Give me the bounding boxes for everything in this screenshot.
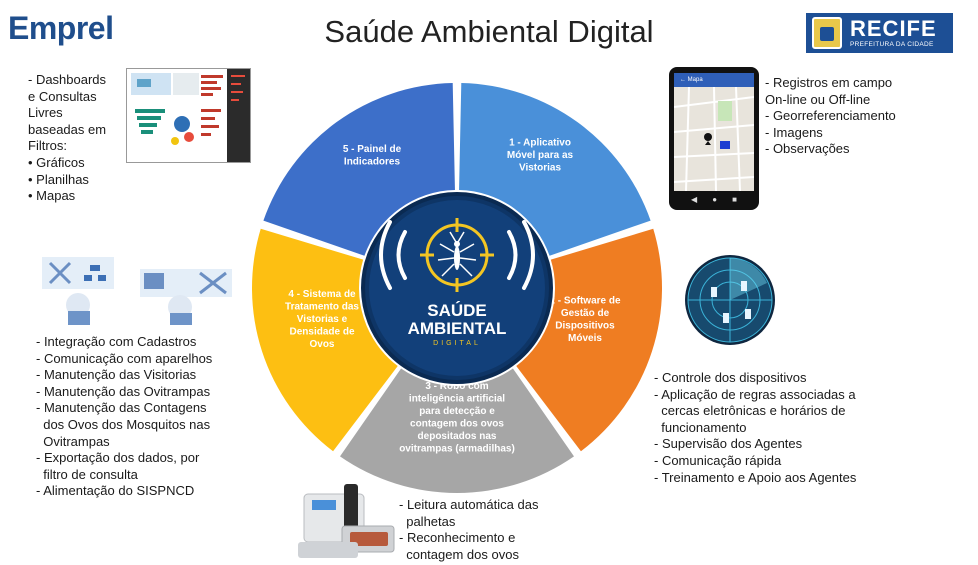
sistema-list-item: - Manutenção das Contagens (36, 400, 207, 416)
operators-illustration (42, 257, 232, 325)
robo-list-item: palhetas (399, 513, 456, 529)
registros-list-item: - Registros em campo (765, 75, 893, 90)
nav-back-icon[interactable]: ◀ (691, 195, 698, 204)
segment-4 (252, 228, 398, 452)
wave-arcs (379, 220, 535, 290)
recife-logo: RECIFE PREFEITURA DA CIDADE (806, 13, 953, 53)
dashboards-list-item: baseadas em (28, 121, 107, 137)
software-list-item: funcionamento (654, 419, 747, 435)
back-arrow-icon: ← (680, 77, 686, 83)
software-list-item: - Aplicação de regras associadas a (654, 386, 856, 402)
dashboards-list-item: Livres (28, 105, 63, 121)
emprel-logo: Emprel (8, 10, 114, 46)
sistema-list-item: - Exportação dos dados, por (36, 450, 200, 466)
app-title: Mapa (687, 77, 703, 83)
logo-name: RECIFE (850, 15, 937, 41)
phone-mockup: ← Mapa ◀ ● ■ (669, 67, 759, 210)
dashboards-list-item: Filtros: (28, 138, 67, 154)
city-seal-icon (812, 17, 842, 49)
software-list-item: - Supervisão dos Agentes (654, 436, 803, 452)
segment-3 (340, 368, 574, 494)
dashboards-list-item: • Gráficos (28, 154, 85, 170)
dashboards-list-item: • Planilhas (28, 171, 89, 187)
dashboard-screenshot (126, 68, 251, 163)
robo-list-item: - Reconhecimento e (399, 530, 516, 546)
app-bar: ← Mapa (674, 73, 754, 87)
sistema-list-item: - Integração com Cadastros (36, 334, 197, 349)
map-view (674, 86, 754, 191)
segment-5 (263, 83, 455, 256)
registros-list-item: - Georreferenciamento (765, 108, 896, 124)
sistema-list-item: Ovitrampas (36, 433, 110, 449)
sistema-list-item: - Comunicação com aparelhos (36, 350, 213, 366)
registros-list-item: On-line ou Off-line (765, 91, 871, 107)
software-list-item: cercas eletrônicas e horários de (654, 403, 846, 419)
sistema-list-item: - Alimentação do SISPNCD (36, 483, 195, 499)
logo-subtitle: PREFEITURA DA CIDADE (850, 40, 934, 48)
mosquito-target-icon (420, 218, 494, 292)
robo-list: - Leitura automática das palhetas- Recon… (399, 497, 538, 563)
radar-icon (685, 255, 775, 345)
sistema-list-item: dos Ovos dos Mosquitos nas (36, 416, 211, 432)
center-line2: AMBIENTAL (408, 319, 507, 338)
sistema-list-item: - Manutenção das Visitorias (36, 367, 197, 383)
dashboards-list-item: - Dashboards (28, 72, 107, 87)
center-line1: SAÚDE (427, 301, 487, 320)
robo-list-item: - Leitura automática das (399, 497, 539, 512)
dashboards-list-item: e Consultas (28, 88, 97, 104)
nav-home-icon[interactable]: ● (712, 195, 718, 204)
sistema-list-item: filtro de consulta (36, 466, 138, 482)
nav-recent-icon[interactable]: ■ (732, 195, 737, 204)
software-list-item: - Controle dos dispositivos (654, 370, 807, 385)
registros-list-item: - Observações (765, 141, 850, 157)
software-list-item: - Treinamento e Apoio aos Agentes (654, 469, 857, 485)
software-list-item: - Comunicação rápida (654, 452, 782, 468)
center-line3: DIGITAL (433, 340, 481, 347)
sistema-list-item: - Manutenção das Ovitrampas (36, 383, 211, 399)
segment-1 (459, 83, 651, 256)
robo-list-item: contagem dos ovos (399, 546, 519, 562)
sistema-list: - Integração com Cadastros- Comunicação … (36, 334, 212, 500)
robot-device-illustration (298, 484, 395, 558)
registros-list-item: - Imagens (765, 124, 823, 140)
segment-2 (516, 228, 662, 452)
page-title: Saúde Ambiental Digital (324, 14, 654, 49)
software-list: - Controle dos dispositivos- Aplicação d… (654, 370, 856, 486)
dashboards-list-item: • Mapas (28, 188, 76, 204)
